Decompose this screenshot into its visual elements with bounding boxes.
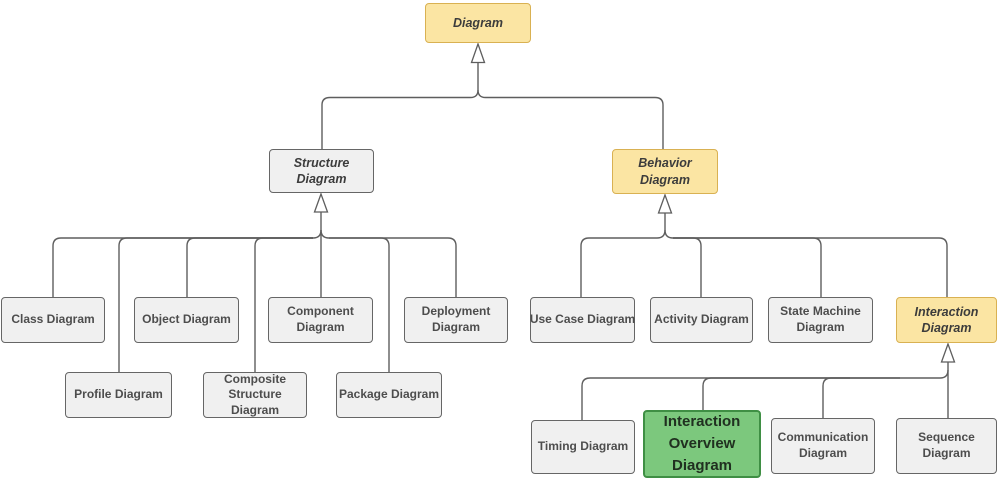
edge-profile	[118, 237, 313, 372]
generalization-arrowhead-interaction	[940, 342, 956, 363]
edge-statemachine	[673, 237, 822, 297]
edge-behavior-diagram	[477, 89, 664, 149]
node-package-diagram[interactable]: Package Diagram	[336, 372, 442, 418]
edge-class	[52, 237, 313, 297]
node-label: Object Diagram	[142, 312, 231, 327]
node-activity-diagram[interactable]: Activity Diagram	[650, 297, 753, 343]
edge-interaction	[673, 237, 948, 297]
node-label: Interaction Diagram	[914, 304, 979, 335]
node-label: Timing Diagram	[537, 439, 629, 454]
node-timing-diagram[interactable]: Timing Diagram	[531, 420, 635, 474]
node-structure-diagram[interactable]: Structure Diagram	[269, 149, 374, 193]
node-label: Behavior Diagram	[638, 156, 692, 187]
edge-overview	[702, 377, 850, 410]
node-label: Profile Diagram	[74, 387, 163, 402]
node-deployment-diagram[interactable]: Deployment Diagram	[404, 297, 508, 343]
node-interaction-overview-diagram[interactable]: Interaction Overview Diagram	[643, 410, 761, 478]
node-interaction-diagram[interactable]: Interaction Diagram	[896, 297, 997, 343]
node-label: Deployment Diagram	[421, 304, 491, 334]
edge-structure-diagram	[321, 89, 479, 149]
edge-composite	[254, 237, 313, 372]
node-component-diagram[interactable]: Component Diagram	[268, 297, 373, 343]
edge-behavior-flare-right	[664, 229, 674, 239]
node-label: State Machine Diagram	[780, 304, 861, 334]
node-diagram[interactable]: Diagram	[425, 3, 531, 43]
node-label: Activity Diagram	[654, 312, 749, 327]
node-use-case-diagram[interactable]: Use Case Diagram	[530, 297, 635, 343]
node-behavior-diagram[interactable]: Behavior Diagram	[612, 149, 718, 194]
node-label: Interaction Overview Diagram	[663, 413, 741, 474]
edge-behavior-flare-left	[656, 229, 666, 239]
edge-structure-flare-left	[312, 229, 322, 239]
edge-timing	[581, 369, 949, 420]
node-label: Composite Structure Diagram	[223, 371, 286, 417]
node-label: Diagram	[452, 15, 504, 30]
node-sequence-diagram[interactable]: Sequence Diagram	[896, 418, 997, 474]
generalization-arrowhead-diagram	[470, 42, 486, 64]
node-state-machine-diagram[interactable]: State Machine Diagram	[768, 297, 873, 343]
node-label: Communication Diagram	[777, 430, 869, 460]
generalization-arrowhead-structure	[313, 192, 329, 213]
node-object-diagram[interactable]: Object Diagram	[134, 297, 239, 343]
generalization-arrowhead-behavior	[657, 193, 673, 214]
edge-usecase	[580, 237, 657, 297]
node-label: Use Case Diagram	[529, 312, 636, 327]
edge-structure-flare-right	[320, 229, 330, 239]
edge-activity	[673, 237, 702, 297]
node-label: Package Diagram	[338, 387, 440, 402]
node-label: Component Diagram	[287, 304, 354, 334]
node-composite-structure-diagram[interactable]: Composite Structure Diagram	[203, 372, 307, 418]
node-class-diagram[interactable]: Class Diagram	[1, 297, 105, 343]
edge-object	[186, 237, 313, 297]
node-label: Class Diagram	[11, 312, 95, 327]
node-label: Structure Diagram	[293, 155, 350, 186]
edge-deployment	[329, 237, 457, 297]
node-profile-diagram[interactable]: Profile Diagram	[65, 372, 172, 418]
edge-communication	[822, 377, 900, 418]
node-communication-diagram[interactable]: Communication Diagram	[771, 418, 875, 474]
node-label: Sequence Diagram	[918, 430, 975, 460]
